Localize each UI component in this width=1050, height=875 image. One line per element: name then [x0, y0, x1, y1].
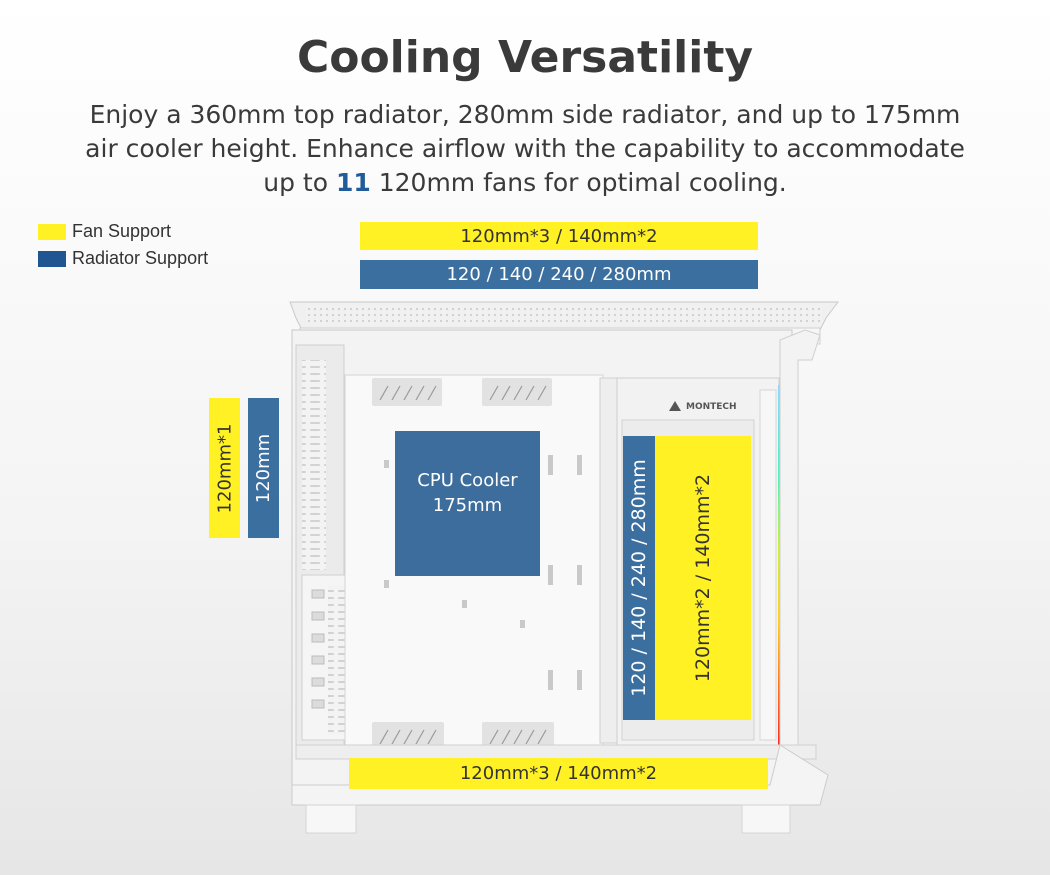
rear-radiator-label: 120mm	[248, 398, 279, 538]
page-title: Cooling Versatility	[296, 32, 754, 83]
brand-badge: MONTECH	[664, 399, 737, 415]
brand-label: MONTECH	[686, 402, 737, 412]
subtitle-line-3-post: 120mm fans for optimal cooling.	[370, 168, 787, 197]
top-radiator-label: 120 / 140 / 240 / 280mm	[360, 260, 758, 289]
side-fan-label: 120mm*2 / 140mm*2	[655, 436, 751, 720]
subtitle-line-3: up to 11 120mm fans for optimal cooling.	[60, 166, 990, 200]
legend-fan-label: Fan Support	[72, 221, 172, 241]
rear-fan-label-text: 120mm*1	[214, 423, 236, 513]
cpu-cooler-zone: CPU Cooler 175mm	[395, 431, 540, 576]
subtitle-line-2: air cooler height. Enhance airflow with …	[85, 134, 965, 163]
cpu-cooler-label: CPU Cooler	[417, 469, 518, 491]
rear-radiator-label-text: 120mm	[253, 433, 274, 503]
fan-swatch	[38, 223, 66, 240]
radiator-swatch	[38, 250, 66, 267]
legend-radiator: Radiator Support	[38, 245, 208, 272]
rear-fan-label: 120mm*1	[209, 398, 240, 538]
legend-fan: Fan Support	[38, 218, 208, 245]
subtitle-line-1: Enjoy a 360mm top radiator, 280mm side r…	[89, 100, 961, 129]
fan-count: 11	[335, 168, 371, 197]
subtitle-line-3-pre: up to	[263, 168, 336, 197]
top-fan-label: 120mm*3 / 140mm*2	[360, 222, 758, 250]
side-radiator-label: 120 / 140 / 240 / 280mm	[623, 436, 655, 720]
cpu-cooler-height: 175mm	[432, 494, 503, 516]
page-subtitle: Enjoy a 360mm top radiator, 280mm side r…	[60, 98, 990, 200]
legend: Fan Support Radiator Support	[38, 218, 208, 272]
side-radiator-label-text: 120 / 140 / 240 / 280mm	[628, 459, 650, 697]
side-fan-label-text: 120mm*2 / 140mm*2	[692, 473, 715, 683]
bottom-fan-label: 120mm*3 / 140mm*2	[349, 758, 768, 789]
legend-radiator-label: Radiator Support	[72, 248, 209, 268]
